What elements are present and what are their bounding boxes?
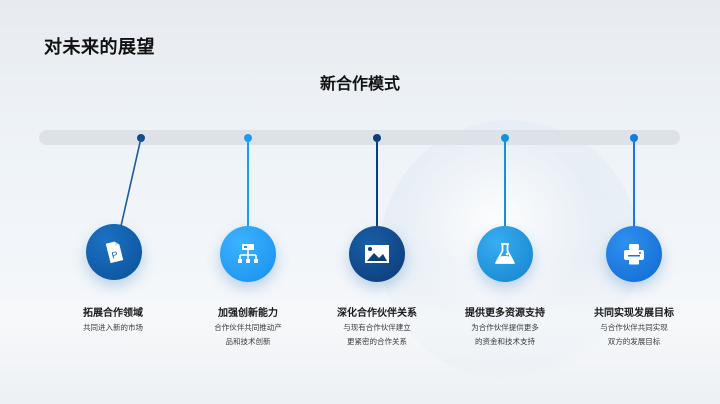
background-mist (0, 260, 720, 404)
image-icon (365, 245, 389, 263)
item-desc-5-line-1: 与合作伙伴共同实现 (600, 323, 668, 332)
connector-line-5 (633, 142, 635, 226)
item-desc-4-line-2: 的资金和技术支持 (475, 337, 535, 346)
timeline-node-4[interactable] (477, 226, 533, 282)
printer-icon (624, 244, 644, 265)
timeline-node-3[interactable] (349, 226, 405, 282)
svg-text:P: P (111, 249, 119, 260)
item-desc-5: 与合作伙伴共同实现 双方的发展目标 (564, 321, 704, 349)
item-label-4: 提供更多资源支持 (465, 308, 545, 319)
section-subtitle: 新合作模式 (319, 74, 400, 93)
slide-title: 对未来的展望 (44, 37, 155, 58)
item-desc-1: 共同进入新的市场 (43, 321, 183, 335)
timeline-bar (39, 130, 680, 145)
hierarchy-icon (238, 244, 258, 263)
item-desc-2: 合作伙伴共同推动产 品和技术创新 (178, 321, 318, 349)
item-desc-4-line-1: 为合作伙伴提供更多 (471, 323, 539, 332)
flask-icon (495, 243, 515, 264)
timeline-dot-5 (630, 134, 638, 142)
item-label-2: 加强创新能力 (218, 308, 278, 319)
timeline-node-1[interactable]: P (86, 224, 142, 280)
item-desc-2-line-1: 合作伙伴共同推动产 (214, 323, 282, 332)
item-desc-5-line-2: 双方的发展目标 (607, 337, 661, 346)
item-desc-1-line-1: 共同进入新的市场 (83, 323, 143, 332)
timeline-dot-3 (373, 134, 381, 142)
item-label-5: 共同实现发展目标 (594, 308, 674, 319)
timeline-node-2[interactable] (220, 226, 276, 282)
connector-line-2 (247, 142, 249, 226)
document-p-icon: P (105, 241, 124, 264)
item-desc-3-line-2: 更紧密的合作关系 (347, 337, 407, 346)
item-desc-3: 与现有合作伙伴建立 更紧密的合作关系 (307, 321, 447, 349)
connector-line-3 (376, 142, 378, 226)
item-desc-3-line-1: 与现有合作伙伴建立 (343, 323, 411, 332)
timeline-node-5[interactable] (606, 226, 662, 282)
timeline-dot-2 (244, 134, 252, 142)
item-desc-2-line-2: 品和技术创新 (225, 337, 271, 346)
connector-line-4 (504, 142, 506, 226)
item-desc-4: 为合作伙伴提供更多 的资金和技术支持 (435, 321, 575, 349)
timeline-dot-4 (501, 134, 509, 142)
item-label-3: 深化合作伙伴关系 (337, 308, 417, 319)
item-label-1: 拓展合作领域 (83, 308, 143, 319)
